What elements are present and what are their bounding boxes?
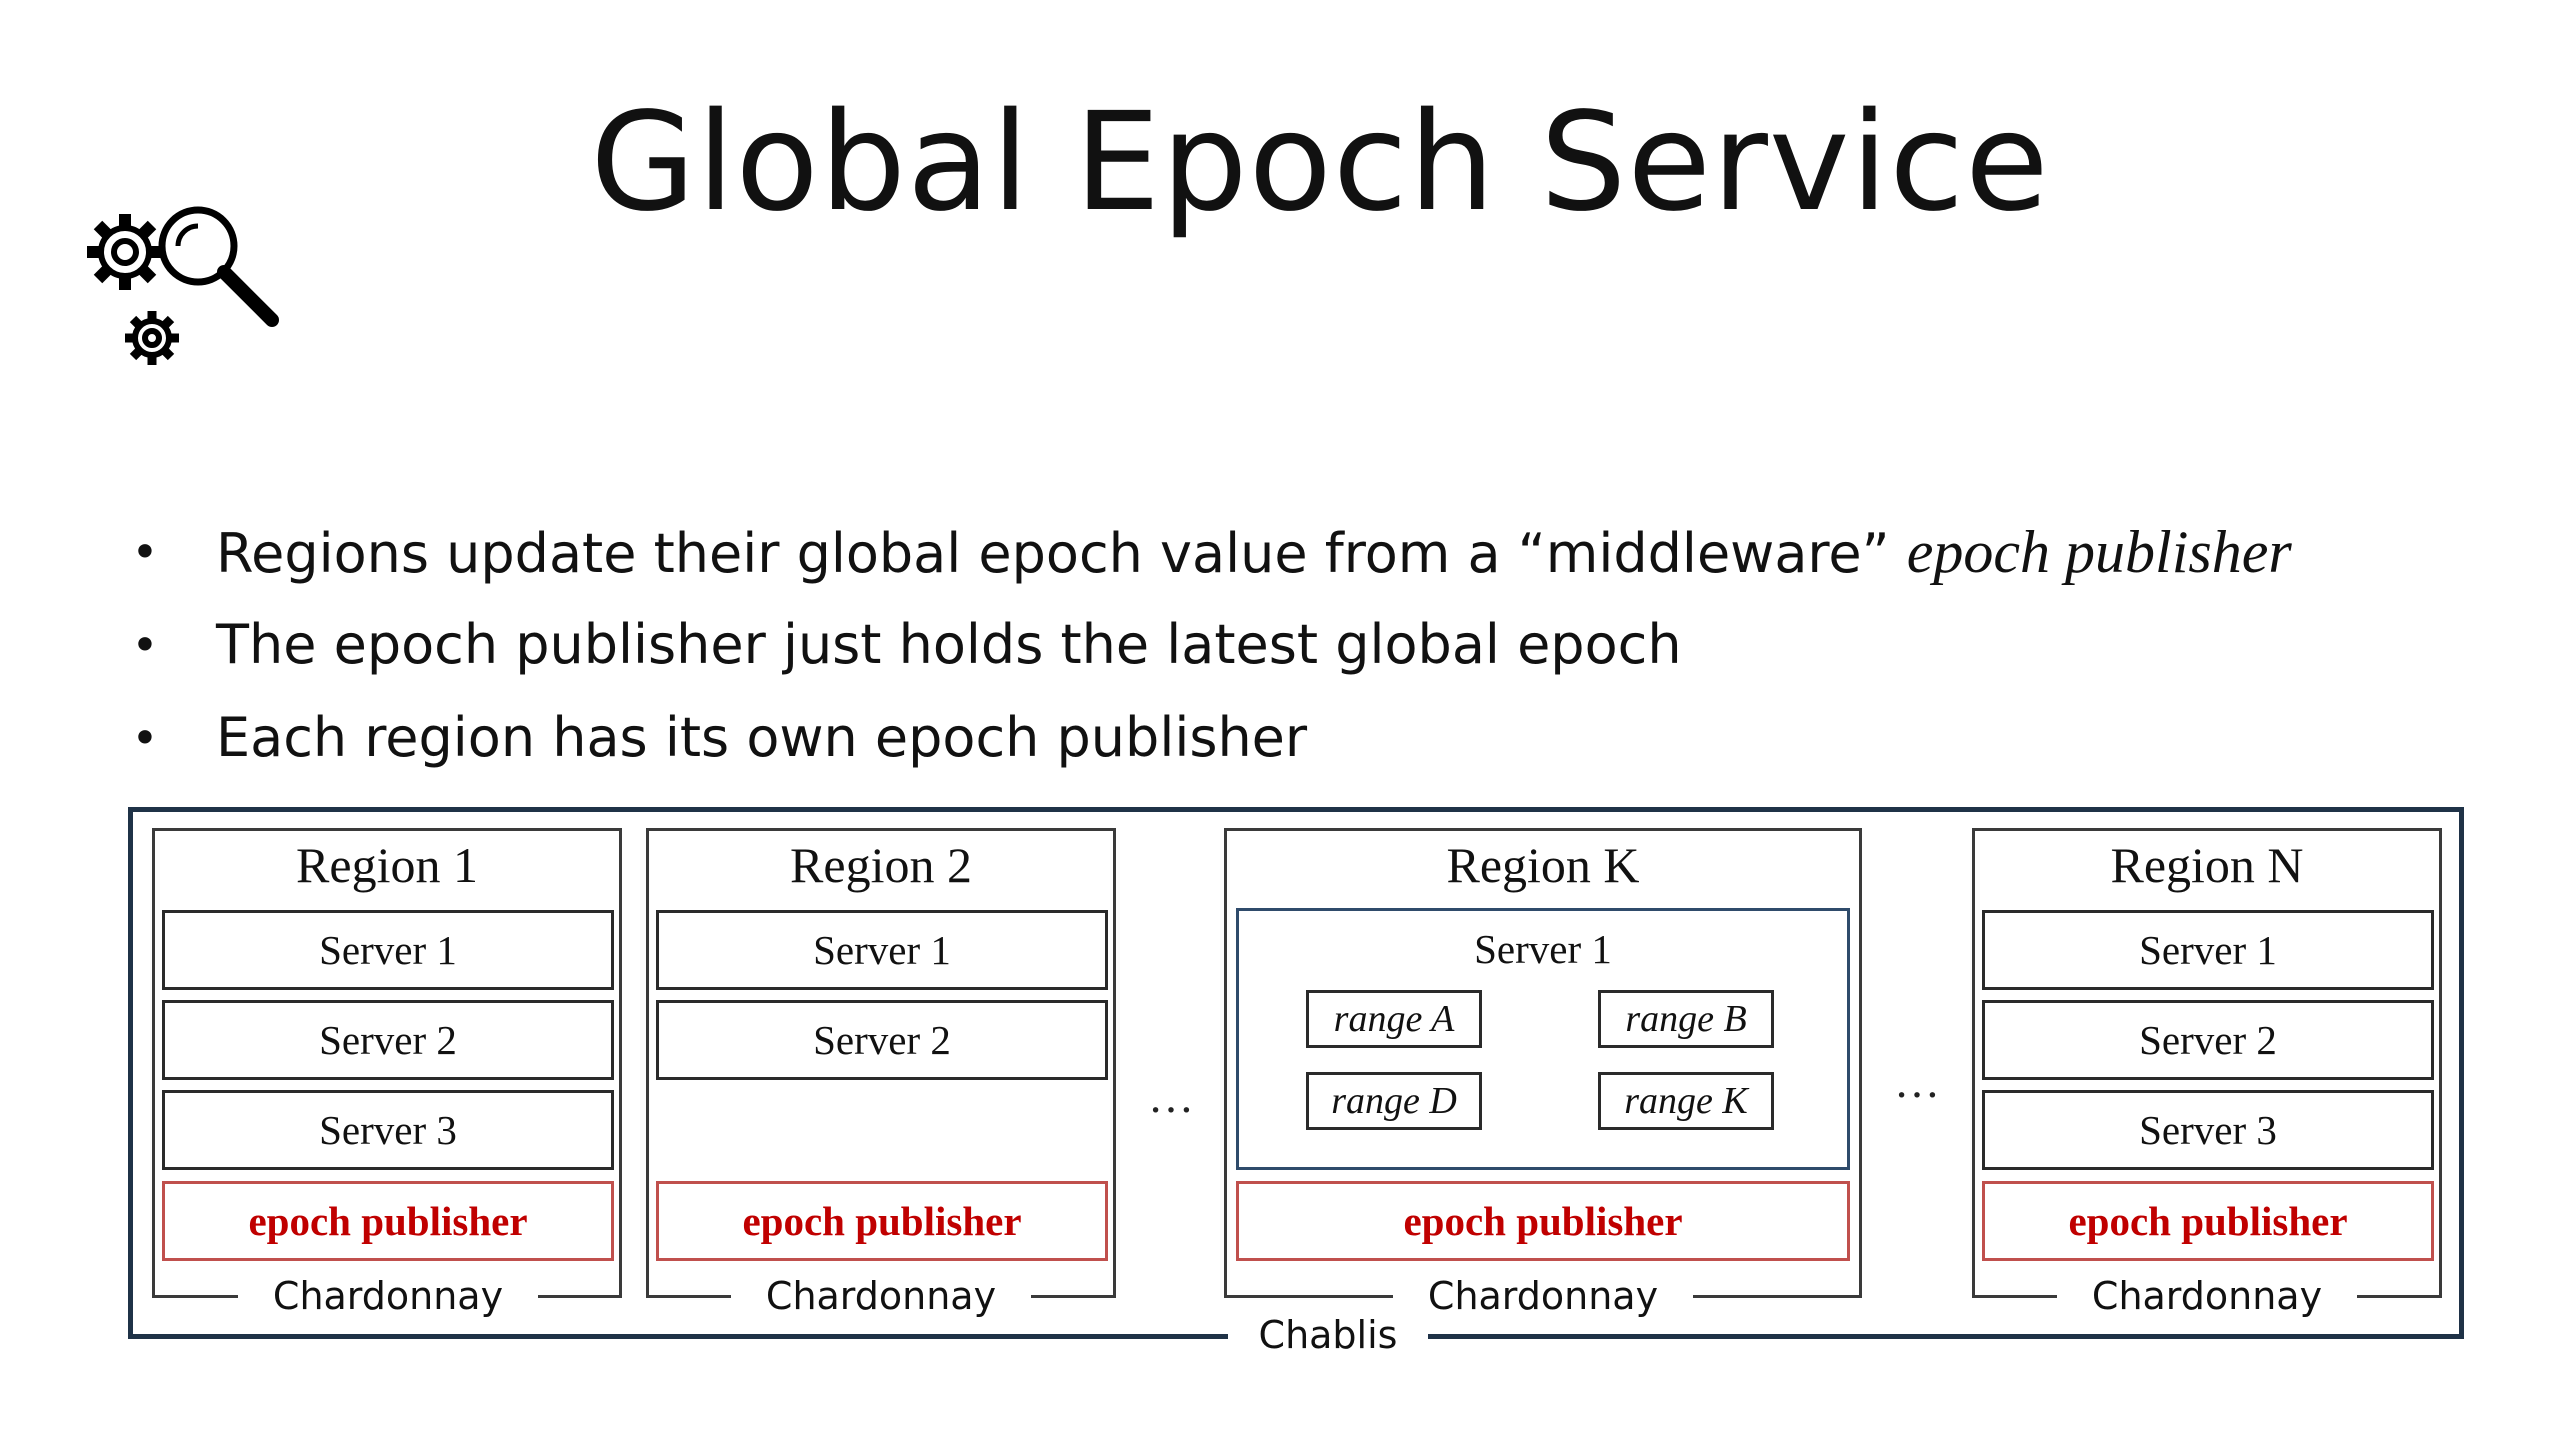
bullet-item: • Each region has its own epoch publishe…: [120, 698, 2440, 778]
server-box: Server 3: [162, 1090, 614, 1170]
bullet-marker: •: [131, 618, 159, 672]
server-box: Server 2: [656, 1000, 1108, 1080]
server-box: Server 2: [1982, 1000, 2434, 1080]
region-ellipsis: …: [1894, 1056, 1944, 1107]
server-box: Server 1: [162, 910, 614, 990]
region-title: Region K: [1446, 837, 1640, 893]
bullet-item: • The epoch publisher just holds the lat…: [120, 605, 2440, 685]
epoch-publisher: epoch publisher: [162, 1181, 614, 1261]
chardonnay-label: Chardonnay: [1393, 1271, 1693, 1321]
server-label: Server 1: [1474, 926, 1612, 972]
bullet-text: The epoch publisher just holds the lates…: [216, 613, 1682, 676]
slide-title: Global Epoch Service: [590, 84, 2050, 242]
range-box: range D: [1306, 1072, 1482, 1130]
server-box: Server 2: [162, 1000, 614, 1080]
range-box: range K: [1598, 1072, 1774, 1130]
bullet-marker: •: [131, 711, 159, 765]
epoch-publisher: epoch publisher: [1236, 1181, 1850, 1261]
epoch-publisher: epoch publisher: [656, 1181, 1108, 1261]
chardonnay-label: Chardonnay: [731, 1271, 1031, 1321]
bullet-italic-term: epoch publisher: [1906, 519, 2292, 585]
epoch-publisher: epoch publisher: [1982, 1181, 2434, 1261]
region-ellipsis: …: [1148, 1071, 1198, 1122]
chablis-label: Chablis: [1228, 1310, 1428, 1360]
server-box: Server 1: [1982, 910, 2434, 990]
chardonnay-label: Chardonnay: [238, 1271, 538, 1321]
bullet-text: Regions update their global epoch value …: [216, 522, 1907, 585]
chardonnay-label: Chardonnay: [2057, 1271, 2357, 1321]
range-box: range A: [1306, 990, 1482, 1048]
server-box: Server 1: [656, 910, 1108, 990]
gears-magnifier-icon: [87, 206, 279, 365]
bullet-marker: •: [131, 525, 159, 579]
range-box: range B: [1598, 990, 1774, 1048]
bullet-item: • Regions update their global epoch valu…: [120, 512, 2440, 592]
region-title: Region 2: [790, 837, 972, 893]
region-title: Region 1: [296, 837, 478, 893]
region-title: Region N: [2110, 837, 2304, 893]
server-box: Server 3: [1982, 1090, 2434, 1170]
bullet-text: Each region has its own epoch publisher: [216, 706, 1308, 769]
